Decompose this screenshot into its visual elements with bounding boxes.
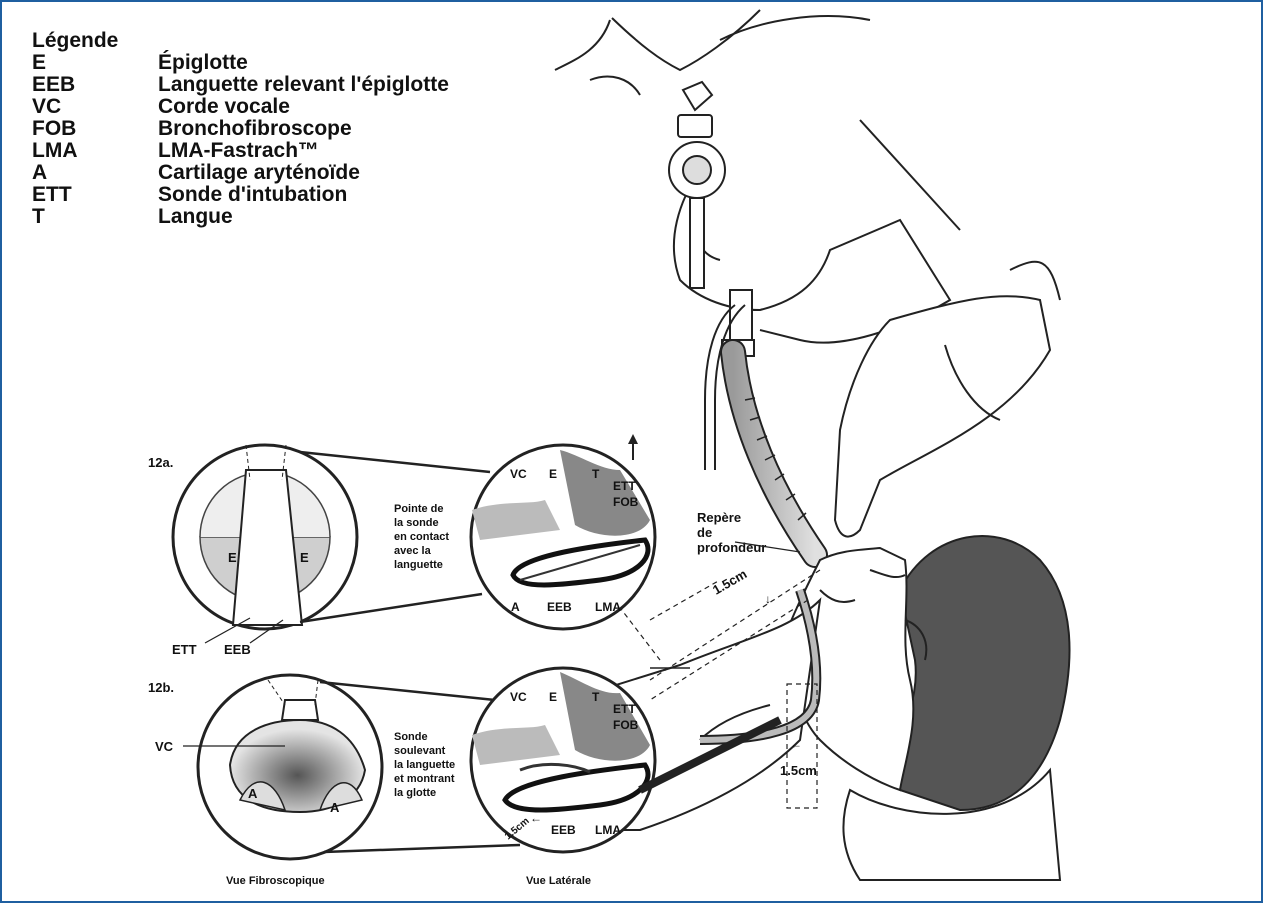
label-vc: VC — [510, 467, 527, 481]
label-e: E — [549, 467, 557, 481]
label-a-right: A — [330, 800, 340, 815]
arrow-glyph: ↓ — [765, 592, 771, 606]
note-b-5: la glotte — [394, 787, 436, 799]
label-t: T — [592, 467, 600, 481]
label-fob: FOB — [613, 495, 639, 509]
label-vc: VC — [510, 690, 527, 704]
label-ett-pointer: ETT — [172, 642, 197, 657]
distance-label-top: 1.5cm — [710, 566, 749, 597]
label-fob: FOB — [613, 718, 639, 732]
label-ett: ETT — [613, 479, 636, 493]
caption-lateral: Vue Latérale — [526, 875, 591, 887]
label-e: E — [549, 690, 557, 704]
note-a-5: languette — [394, 559, 443, 571]
label-lma: LMA — [595, 823, 621, 837]
fig-12a-fibro-view: E E — [173, 445, 357, 629]
fig-12b-note: Sonde soulevant la languette et montrant… — [394, 731, 455, 799]
label-eeb: EEB — [551, 823, 576, 837]
label-t: T — [592, 690, 600, 704]
caption-fibroscopic: Vue Fibroscopique — [226, 875, 325, 887]
label-a: A — [511, 600, 520, 614]
label-eeb: EEB — [547, 600, 572, 614]
arrow-glyph: ← — [790, 737, 802, 751]
depth-marker-line2: de — [697, 525, 712, 540]
label-eeb-pointer: EEB — [224, 642, 251, 657]
label-vc-fibro: VC — [155, 739, 174, 754]
note-b-3: la languette — [394, 759, 455, 771]
fig-12a-number: 12a. — [148, 455, 173, 470]
distance-label-neck: 1.5cm — [780, 763, 817, 778]
label-lma: LMA — [595, 600, 621, 614]
fig-12a-note: Pointe de la sonde en contact avec la la… — [394, 503, 449, 571]
note-b-2: soulevant — [394, 745, 446, 757]
arrow-glyph: ← — [530, 811, 542, 825]
note-a-3: en contact — [394, 531, 449, 543]
fig-12b-fibro-view: A A VC — [155, 675, 382, 859]
ett-tube — [733, 352, 815, 555]
label-ett: ETT — [613, 702, 636, 716]
note-a-1: Pointe de — [394, 503, 444, 515]
note-b-1: Sonde — [394, 731, 428, 743]
label-e-left: E — [228, 550, 237, 565]
fig-12a-lateral-view: VC E T ETT FOB A EEB LMA — [471, 445, 655, 629]
note-a-4: avec la — [394, 545, 432, 557]
depth-marker-line3: profondeur — [697, 540, 766, 555]
label-a-left: A — [248, 786, 258, 801]
fig-12b-number: 12b. — [148, 680, 174, 695]
note-b-4: et montrant — [394, 773, 455, 785]
label-e-right: E — [300, 550, 309, 565]
operator-top — [555, 10, 870, 95]
note-a-2: la sonde — [394, 517, 439, 529]
depth-marker-line1: Repère — [697, 510, 741, 525]
patient-head — [780, 536, 1070, 880]
